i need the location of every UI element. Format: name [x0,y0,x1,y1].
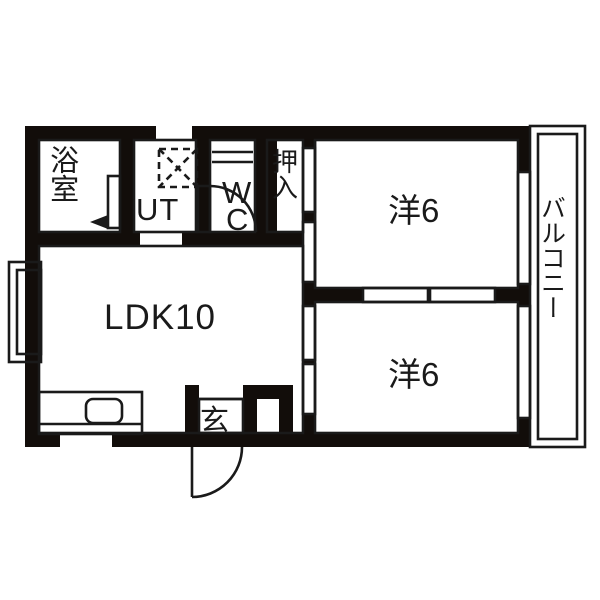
room-label-entrance: 玄 [200,405,230,437]
entrance-swing-door [190,446,244,499]
room-label-western-2: 洋6 [388,356,440,393]
entrance-box [197,397,245,435]
bay-window-projection [7,260,43,364]
plan-linework [7,124,587,499]
room-label-balcony: バルコニー [537,195,566,320]
balcony-outline [528,124,587,449]
toilet-swing-door [196,184,258,234]
room-label-bathroom: 浴室 [45,145,78,203]
room-label-living: LDK10 [104,298,217,337]
wc-letter-w: W [222,175,252,210]
wc-letter-c: C [226,201,249,237]
room-label-utility: UT [136,192,180,227]
washing-machine-space [157,147,199,189]
room-label-closet: 押入 [268,148,299,200]
kitchen-sink [84,397,124,425]
wall-openings [60,126,530,447]
room-label-western-1: 洋6 [388,192,440,229]
kitchen-counter [37,390,144,436]
bathroom-door-arrow [90,215,108,229]
bathroom-door [106,174,122,230]
